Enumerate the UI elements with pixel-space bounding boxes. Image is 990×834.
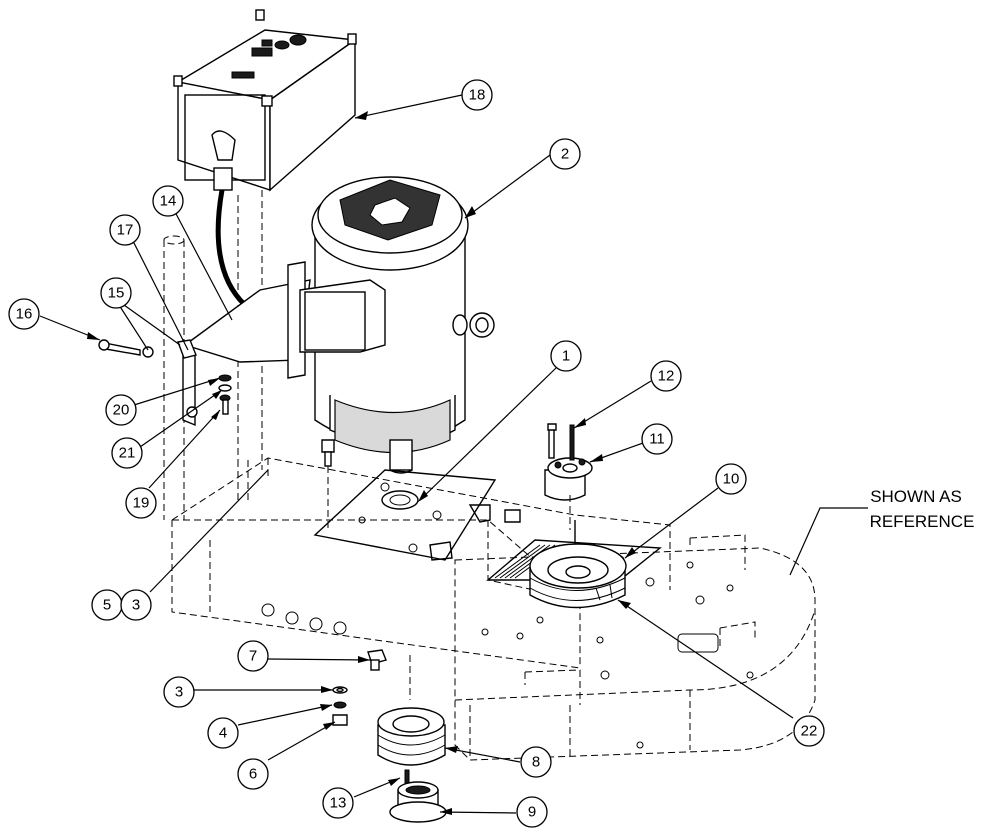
callout-6: 6 <box>237 758 269 790</box>
motor-mount-bolt <box>321 439 335 530</box>
lower-pulley <box>377 707 446 766</box>
svg-text:6: 6 <box>249 766 257 783</box>
svg-text:21: 21 <box>119 445 136 462</box>
shaft-bushing <box>544 423 593 530</box>
callout-16: 16 <box>8 298 40 330</box>
callout-19: 19 <box>125 487 157 519</box>
shown-as-reference-note: SHOWN AS REFERENCE <box>870 487 975 531</box>
lower-bushing <box>389 769 447 823</box>
callout-13: 13 <box>322 787 354 819</box>
callout-21: 21 <box>111 437 143 469</box>
svg-text:3: 3 <box>175 684 183 701</box>
svg-text:17: 17 <box>117 222 134 239</box>
callout-22: 22 <box>793 715 825 747</box>
callout-18: 18 <box>461 79 493 111</box>
svg-text:18: 18 <box>469 87 486 104</box>
svg-text:4: 4 <box>219 725 227 742</box>
svg-text:12: 12 <box>658 368 675 385</box>
callout-8: 8 <box>520 746 552 778</box>
callout-1: 1 <box>550 340 582 372</box>
callout-11: 11 <box>641 423 673 455</box>
bottom-washers-nut <box>332 686 348 726</box>
upper-pulley <box>529 543 627 609</box>
svg-text:13: 13 <box>330 795 347 812</box>
svg-text:15: 15 <box>108 285 125 302</box>
motor-mount-plate <box>313 469 521 561</box>
svg-text:22: 22 <box>801 723 818 740</box>
svg-text:1: 1 <box>562 348 570 365</box>
svg-text:14: 14 <box>160 193 177 210</box>
callout-9: 9 <box>516 796 548 828</box>
svg-text:19: 19 <box>133 495 150 512</box>
callout-15: 15 <box>100 277 132 309</box>
svg-text:7: 7 <box>249 648 257 665</box>
base-plate-reference <box>454 534 816 761</box>
svg-text:16: 16 <box>16 306 33 323</box>
callout-3-lower: 3 <box>163 676 195 708</box>
bottom-bolt <box>367 649 411 700</box>
reference-note-line2: REFERENCE <box>870 512 975 531</box>
callout-12: 12 <box>650 360 682 392</box>
svg-text:11: 11 <box>649 431 665 448</box>
motor-bracket <box>182 261 311 427</box>
callout-2: 2 <box>549 138 581 170</box>
reference-note-line1: SHOWN AS <box>870 487 962 506</box>
svg-text:5: 5 <box>103 597 111 614</box>
svg-text:8: 8 <box>532 754 540 771</box>
svg-text:10: 10 <box>723 471 740 488</box>
control-box <box>173 9 357 321</box>
callout-10: 10 <box>715 463 747 495</box>
callout-17: 17 <box>109 214 141 246</box>
leader-lines <box>39 94 868 815</box>
electric-motor <box>299 176 495 474</box>
svg-text:9: 9 <box>528 804 536 821</box>
callout-14: 14 <box>152 185 184 217</box>
callout-7: 7 <box>237 640 269 672</box>
svg-text:3: 3 <box>132 597 140 614</box>
callout-3-upper: 3 <box>120 589 152 621</box>
callout-4: 4 <box>207 717 239 749</box>
callout-20: 20 <box>105 394 137 426</box>
svg-text:20: 20 <box>113 402 130 419</box>
svg-text:2: 2 <box>561 146 569 163</box>
callout-5: 5 <box>91 589 123 621</box>
